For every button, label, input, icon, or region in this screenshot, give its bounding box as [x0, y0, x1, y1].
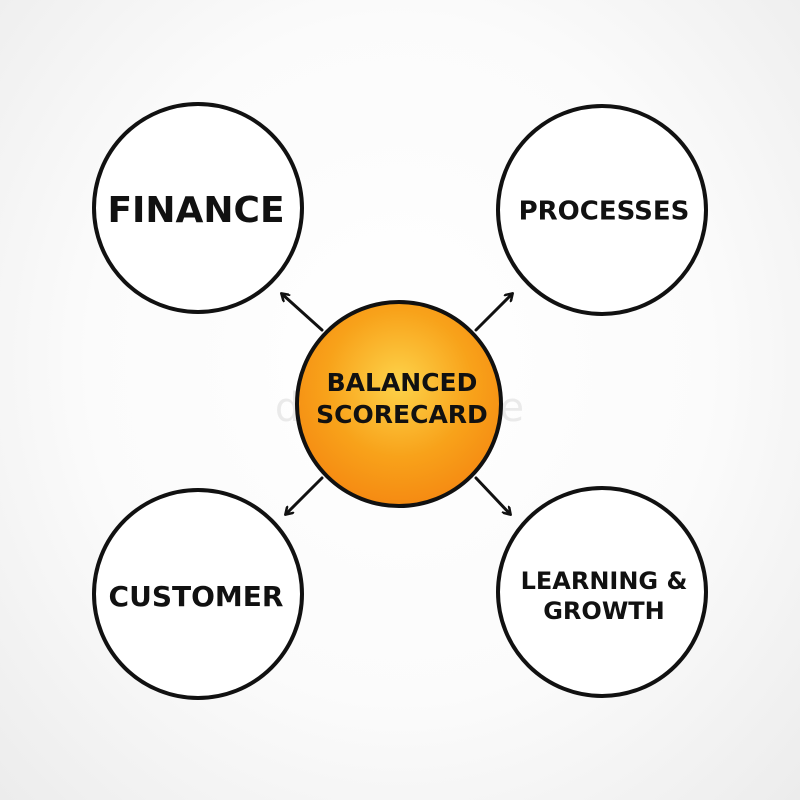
- node-processes: PROCESSES: [496, 104, 708, 316]
- center-label-line2: SCORECARD: [316, 400, 488, 429]
- node-customer: CUSTOMER: [92, 488, 304, 700]
- node-center-balanced-scorecard: BALANCED SCORECARD: [295, 300, 503, 508]
- node-learning-growth-line1: LEARNING &: [521, 567, 688, 595]
- arrow-to-processes: [474, 294, 512, 332]
- arrow-to-finance: [282, 294, 324, 332]
- node-learning-growth: LEARNING & GROWTH: [496, 486, 708, 698]
- arrow-to-learning-growth: [474, 476, 510, 514]
- node-customer-label: CUSTOMER: [109, 580, 284, 613]
- node-processes-label: PROCESSES: [519, 197, 690, 227]
- node-finance-label: FINANCE: [107, 190, 284, 231]
- arrow-to-customer: [286, 476, 324, 514]
- node-learning-growth-line2: GROWTH: [543, 597, 665, 625]
- center-label-line1: BALANCED: [327, 368, 478, 397]
- node-finance: FINANCE: [92, 102, 304, 314]
